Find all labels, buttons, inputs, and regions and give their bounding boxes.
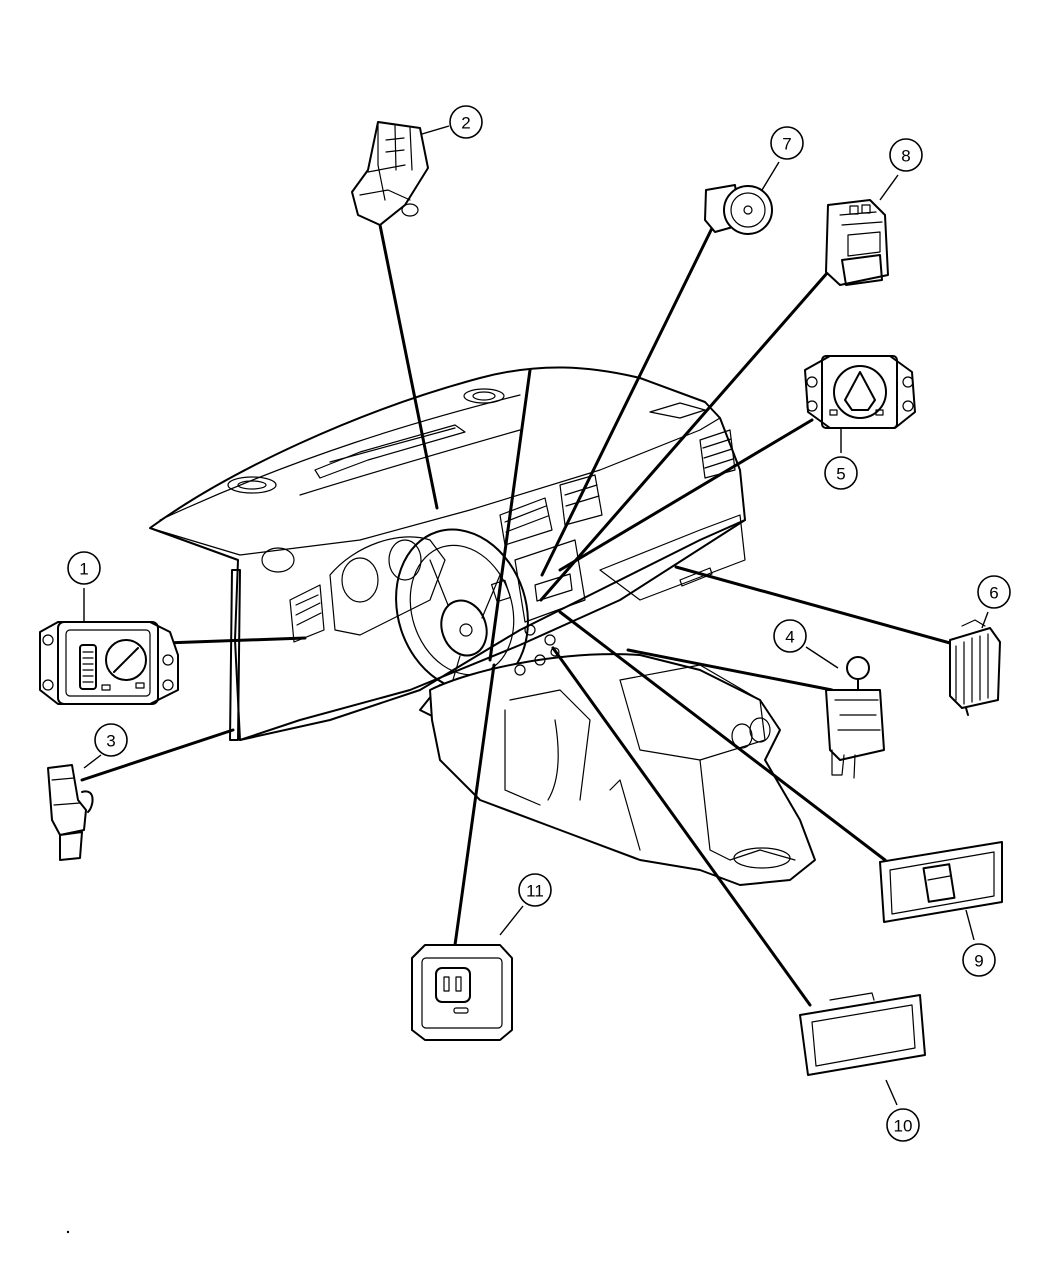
- push-button-switch-icon: [704, 184, 773, 235]
- callout-number: 8: [901, 147, 910, 166]
- callout-circle: [889, 138, 923, 172]
- callout-circle: [977, 575, 1011, 609]
- callout-circle: [962, 943, 996, 977]
- callout-circle: [773, 619, 807, 653]
- power-outlet-icon: [411, 944, 513, 1041]
- callout-number: 5: [836, 465, 845, 484]
- callout-number: 7: [782, 135, 791, 154]
- callout-5: 5: [824, 428, 858, 490]
- callout-number: 11: [526, 882, 544, 901]
- callout-stem: [885, 1079, 898, 1106]
- callout-circle: [94, 723, 128, 757]
- callout-8: 8: [879, 138, 923, 201]
- callout-number: 6: [989, 584, 998, 603]
- instrument-panel-illustration: [149, 366, 816, 886]
- multifunction-switch-icon: [351, 121, 429, 226]
- callout-markers: 1 2 3 4 5 6 7 8 9 10 11: [67, 105, 1011, 1142]
- rocker-switch-icon: [825, 199, 889, 286]
- callout-number: 9: [974, 952, 983, 971]
- callout-circle: [67, 551, 101, 585]
- callout-circle: [824, 456, 858, 490]
- callout-number: 2: [461, 114, 470, 133]
- callout-circle: [518, 873, 552, 907]
- callout-11: 11: [499, 873, 552, 936]
- callout-stem: [499, 905, 524, 936]
- callout-circle: [886, 1108, 920, 1142]
- bracket-switch-icon: [949, 619, 1001, 716]
- callout-4: 4: [773, 619, 839, 669]
- print-mark: [66, 1230, 70, 1234]
- rotary-switch-icon: [804, 355, 916, 429]
- blank-bezel-icon: [799, 992, 926, 1076]
- callout-circle: [449, 105, 483, 139]
- callout-9: 9: [962, 909, 996, 977]
- callout-2: 2: [421, 105, 483, 139]
- leader-lines: [80, 218, 952, 1007]
- callout-6: 6: [977, 575, 1011, 629]
- switch-bezel-icon: [879, 841, 1003, 923]
- callout-3: 3: [83, 723, 128, 769]
- callout-number: 1: [79, 560, 88, 579]
- callout-7: 7: [761, 126, 804, 191]
- callout-stem: [421, 125, 450, 135]
- callout-stem: [981, 611, 989, 629]
- callout-stem: [761, 161, 780, 191]
- callout-number: 3: [106, 732, 115, 751]
- headlamp-switch-icon: [39, 621, 179, 705]
- callout-stem: [965, 909, 975, 941]
- door-jamb-switch-icon: [47, 764, 94, 861]
- callout-10: 10: [885, 1079, 920, 1142]
- callout-stem: [83, 754, 102, 769]
- callout-number: 4: [785, 628, 794, 647]
- callout-stem: [879, 174, 899, 201]
- callout-stem: [805, 646, 839, 669]
- callout-number: 10: [894, 1117, 913, 1136]
- callout-circle: [770, 126, 804, 160]
- callout-1: 1: [67, 551, 101, 622]
- shifter-switch-icon: [825, 656, 885, 779]
